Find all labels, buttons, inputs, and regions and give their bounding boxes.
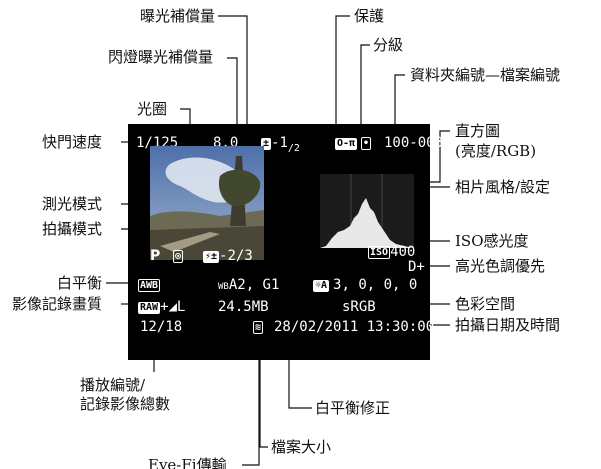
label-quality: 影像記錄畫質 [12, 295, 103, 313]
label-shutter: 快門速度 [42, 133, 103, 151]
histogram [320, 174, 414, 248]
label-histogram-sub: (亮度/RGB) [455, 142, 537, 160]
color-space: sRGB [342, 299, 376, 315]
metering-mode: ⊙ [173, 248, 184, 264]
protect-indicator: O-π [335, 135, 358, 151]
rating-icon: • [361, 137, 372, 150]
awb-icon: AWB [138, 279, 161, 292]
wb-shift-icon: WB [218, 282, 229, 292]
raw-icon: RAW [138, 302, 161, 314]
flash-exposure-comp: ⚡±-2/3 [203, 248, 253, 264]
playback-number: 12/18 [140, 319, 183, 335]
label-color-space: 色彩空間 [455, 295, 516, 313]
quality-value: +◢L [160, 299, 186, 315]
flash-comp-value: -2/3 [219, 248, 253, 264]
wb-shift-value: A2, G1 [228, 277, 280, 293]
label-white-balance: 白平衡 [57, 274, 103, 292]
eyefi-icon: ≋ [253, 321, 264, 334]
exposure-comp-value: -1 [271, 135, 288, 151]
label-total-images: 記錄影像總數 [80, 395, 171, 413]
label-playback-no: 播放編號/ [80, 376, 146, 394]
label-folder-file: 資料夾編號—檔案編號 [410, 66, 561, 84]
label-eyefi: Eye-Fi傳輸 [148, 456, 227, 469]
folder-file-number: 100-0032 [384, 135, 452, 151]
iso-icon: ISO [368, 246, 391, 259]
photo-thumbnail [150, 146, 264, 260]
label-iso: ISO感光度 [455, 232, 529, 250]
label-picture-style: 相片風格/設定 [455, 178, 551, 196]
wb-shift: WBA2, G1 [218, 277, 279, 295]
picture-style-icon: ☼A [313, 280, 330, 292]
label-flash-comp: 閃燈曝光補償量 [108, 48, 214, 66]
shooting-datetime: 28/02/2011 13:30:00 [274, 319, 435, 335]
eyefi-status: ≋ [253, 319, 264, 335]
exposure-comp-fraction: /2 [287, 142, 300, 154]
rating-indicator: • [361, 135, 372, 151]
label-wb-correction: 白平衡修正 [315, 399, 391, 417]
shooting-mode: P [150, 248, 161, 264]
image-quality: RAW+◢L [138, 299, 185, 315]
exposure-compensation-icon: ± [261, 138, 272, 150]
exposure-comp: ±-1/2 [261, 135, 300, 157]
camera-lcd-screen: 1/125 8.0 ±-1/2 O-π • 100-0032 [128, 124, 451, 360]
label-shooting-mode: 拍攝模式 [42, 220, 103, 238]
file-size: 24.5MB [218, 299, 269, 315]
key-icon: O-π [335, 138, 358, 150]
label-file-size: 檔案大小 [271, 438, 332, 456]
label-metering: 測光模式 [42, 195, 103, 213]
highlight-tone-priority: D+ [408, 259, 425, 275]
picture-style-values: 3, 0, 0, 0 [333, 277, 418, 293]
label-rating: 分級 [373, 36, 404, 54]
label-histogram: 直方圖 [455, 122, 501, 140]
white-balance: AWB [138, 277, 161, 293]
evaluative-metering-icon: ⊙ [173, 250, 184, 263]
label-aperture: 光圈 [137, 100, 168, 118]
label-highlight-priority: 高光色調優先 [455, 257, 546, 275]
label-protect: 保護 [354, 7, 385, 25]
flash-comp-icon: ⚡± [203, 251, 220, 263]
iso-value: 400 [390, 244, 416, 260]
label-exposure-comp: 曝光補償量 [140, 7, 216, 25]
label-datetime: 拍攝日期及時間 [455, 316, 561, 334]
